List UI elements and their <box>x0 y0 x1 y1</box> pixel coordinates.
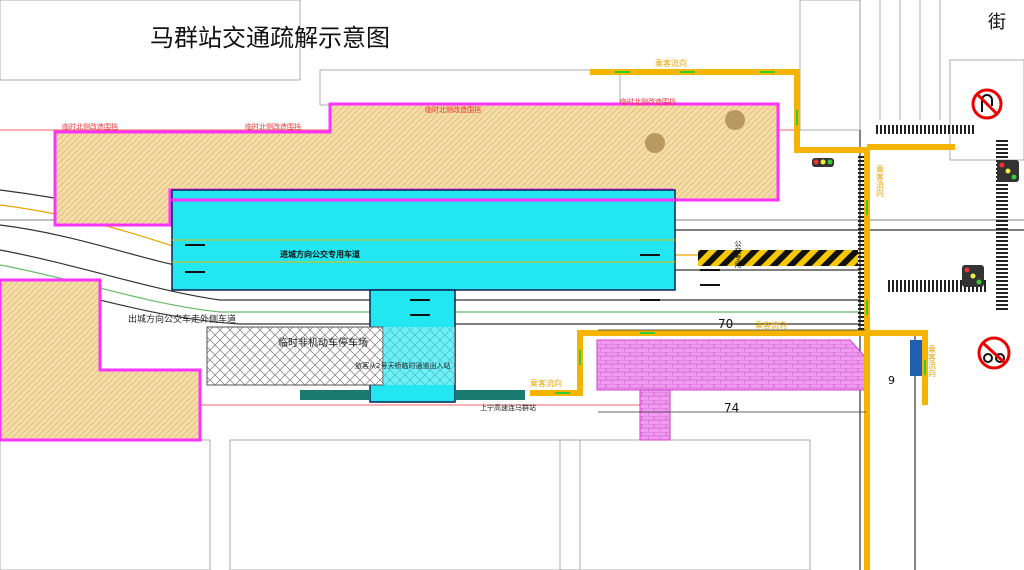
dimension-line <box>598 329 866 413</box>
crosswalk <box>858 155 868 335</box>
label-fence-north: 临时北侧改造围挡 <box>62 122 118 131</box>
label-flow-top: 乘客流向 <box>655 58 687 68</box>
map-title: 马群站交通疏解示意图 <box>150 24 390 52</box>
fence-bar <box>300 390 370 400</box>
crosswalk <box>996 140 1008 310</box>
traffic-light-icon <box>997 160 1019 182</box>
label-flow-vertical: 乘客流向 <box>876 164 885 197</box>
pink-plaza-exit <box>639 389 671 441</box>
traffic-light-icon <box>962 265 984 287</box>
label-bus-lane-out: 出城方向公交车走外侧车道 <box>128 313 236 325</box>
label-bike-parking: 临时非机动车停车场 <box>278 336 368 349</box>
hazard-stripe <box>698 250 858 266</box>
no-u-turn-sign-icon <box>971 88 1003 120</box>
traffic-light-icon <box>812 158 834 167</box>
bus-stop-sign <box>910 340 922 376</box>
label-fence-north: 临时北侧改造围挡 <box>425 105 481 114</box>
tree-icon <box>725 110 745 130</box>
crosswalk <box>876 125 976 134</box>
fence-bar <box>455 390 525 400</box>
label-flow-mid: 乘客流向 <box>755 320 787 330</box>
label-highway-link: 上宁高速连马群站 <box>480 403 536 412</box>
bike-parking-area <box>206 326 384 386</box>
construction-zone-west <box>0 278 202 442</box>
flow-arrows <box>555 71 926 394</box>
label-bus-lane-in: 进城方向公交专用车道 <box>280 249 360 259</box>
label-passenger-route: 旅客从2号天桥临时通道出入站 <box>355 361 450 370</box>
dimension-70: 70 <box>718 317 733 331</box>
lane-arrows <box>185 244 720 316</box>
label-flow-bottom: 乘客流向 <box>530 378 562 388</box>
label-fence-north: 临时北侧改造围挡 <box>245 122 301 131</box>
dimension-9: 9 <box>888 374 895 387</box>
label-flow-right: 乘客流向 <box>928 344 937 377</box>
label-street: 街 <box>988 12 1006 33</box>
pink-plaza <box>596 339 867 391</box>
label-bus-only: 公交专用 <box>734 240 742 269</box>
no-bicycle-sign-icon <box>977 336 1011 370</box>
dimension-74: 74 <box>724 401 739 415</box>
label-fence-north: 临时北侧改造围挡 <box>620 97 676 106</box>
tree-icon <box>645 133 665 153</box>
